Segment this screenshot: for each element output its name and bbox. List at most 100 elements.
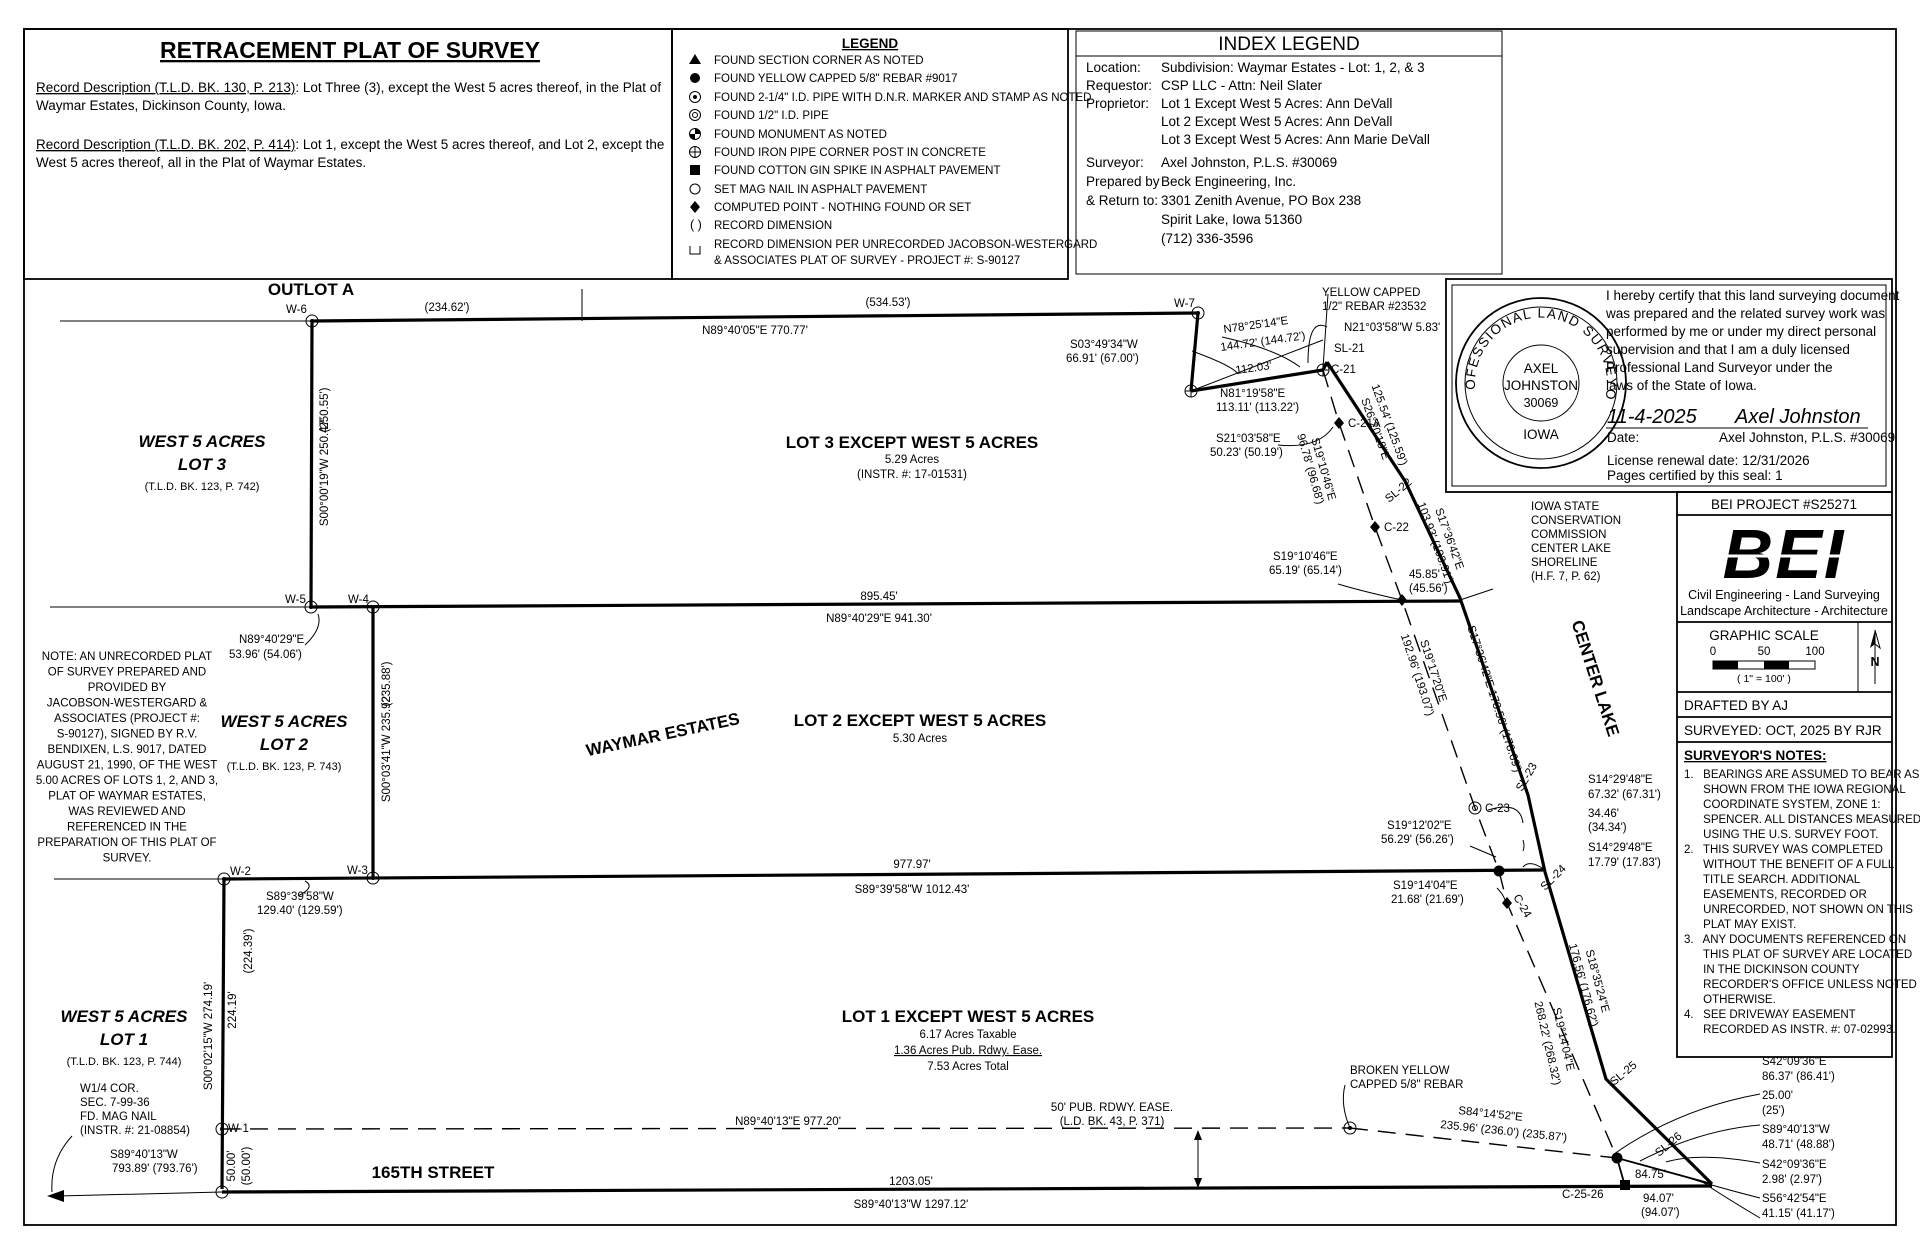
dim-text: S03°49'34"W	[1070, 339, 1138, 351]
date-label: Date:	[1607, 430, 1639, 445]
dim-text: (224.39')	[243, 928, 255, 973]
west5-lot2-ref: (T.L.D. BK. 123, P. 743)	[227, 761, 342, 773]
bracket-icon	[689, 246, 701, 255]
crosshair-circle-icon	[1184, 384, 1198, 398]
point-label: C-24	[1510, 893, 1533, 921]
project-number: BEI PROJECT #S25271	[1711, 497, 1857, 512]
dim-text: SHORELINE	[1531, 557, 1598, 569]
dim-text: S42°09'36"E	[1762, 1159, 1827, 1171]
index-key: Prepared by	[1086, 174, 1160, 189]
dim-text: 129.40' (129.59')	[257, 905, 343, 917]
dim-text: 65.19' (65.14')	[1269, 565, 1342, 577]
dim-text: N89°40'13"E 977.20'	[735, 1116, 841, 1128]
lot1-row: 1.36 Acres Pub. Rdwy. Ease.	[894, 1045, 1042, 1057]
pages-certified: Pages certified by this seal: 1	[1607, 468, 1783, 483]
dot-circle-icon	[215, 1122, 229, 1136]
dim-text: S19°14'04"E	[1393, 880, 1458, 892]
dim-text: 895.45'	[860, 591, 897, 603]
dim-text: N89°40'29"E	[239, 634, 305, 646]
surveyor-note-line: RECORDER'S OFFICE UNLESS NOTED	[1684, 979, 1917, 991]
dim-text: 112.03'	[1235, 360, 1273, 377]
index-legend-rows: Location: Subdivision: Waymar Estates - …	[1086, 60, 1430, 246]
dim-text: 17.79' (17.83')	[1588, 857, 1661, 869]
legend-item-label: FOUND 2-1/4" I.D. PIPE WITH D.N.R. MARKE…	[714, 92, 1091, 104]
record-desc-1-label: Record Description (T.L.D. BK. 130, P. 2…	[36, 80, 661, 95]
surveyor-notes: 1. BEARINGS ARE ASSUMED TO BEAR AS SHOWN…	[1684, 769, 1920, 1036]
surveyor-note-line: 3. ANY DOCUMENTS REFERENCED ON	[1684, 934, 1906, 946]
dim-text: (250.55')	[319, 387, 331, 432]
dot-circle-icon	[217, 872, 231, 886]
scale-note: ( 1" = 100' )	[1737, 673, 1791, 685]
lot3-instr: (INSTR. #: 17-01531)	[857, 469, 967, 481]
west5-lot2-title: WEST 5 ACRES	[221, 712, 349, 731]
legend-item-label: FOUND YELLOW CAPPED 5/8" REBAR #9017	[714, 73, 958, 85]
dim-text: S14°29'48"E	[1588, 842, 1653, 854]
dim-text: 793.89' (793.76')	[112, 1163, 198, 1175]
dim-text: CAPPED 5/8" REBAR	[1350, 1079, 1463, 1091]
license-renewal: License renewal date: 12/31/2026	[1607, 453, 1810, 468]
index-value: Beck Engineering, Inc.	[1161, 174, 1296, 189]
west5-lot3-ref: (T.L.D. BK. 123, P. 742)	[145, 481, 260, 493]
filled-square-icon	[1620, 1180, 1630, 1190]
dim-text: 84.75'	[1635, 1169, 1666, 1181]
triangle-icon	[689, 54, 701, 64]
record-desc-1-line2: Waymar Estates, Dickinson County, Iowa.	[36, 98, 286, 113]
lot3-area: 5.29 Acres	[885, 454, 940, 466]
surveyor-note-line: PLAT MAY EXIST.	[1684, 919, 1796, 931]
surveyor-note-line: 1. BEARINGS ARE ASSUMED TO BEAR AS	[1684, 769, 1920, 781]
dim-text: YELLOW CAPPED	[1322, 287, 1420, 299]
dim-text: 25.00'	[1762, 1090, 1793, 1102]
index-value: Lot 2 Except West 5 Acres: Ann DeVall	[1161, 114, 1392, 129]
dimensions: (234.62') (534.53') N89°40'05"E 770.77' …	[80, 287, 1835, 1220]
dim-text: CONSERVATION	[1531, 515, 1621, 527]
dot-circle-icon	[366, 600, 380, 614]
logo-tagline-1: Civil Engineering - Land Surveying	[1688, 588, 1880, 602]
dim-text: 235.96' (236.0') (235.87')	[1440, 1119, 1568, 1144]
index-value: Lot 3 Except West 5 Acres: Ann Marie DeV…	[1161, 132, 1430, 147]
dim-text: BROKEN YELLOW	[1350, 1065, 1450, 1077]
point-label: W-4	[348, 594, 369, 606]
legend-item-label: FOUND 1/2" I.D. PIPE	[714, 110, 829, 122]
logo-tagline-2: Landscape Architecture - Architecture	[1680, 604, 1888, 618]
point-label: W-7	[1174, 298, 1195, 310]
dim-text: S89°39'58"W 1012.43'	[855, 884, 970, 896]
dim-text: S19°10'46"E	[1273, 551, 1338, 563]
legend-item-label: FOUND SECTION CORNER AS NOTED	[714, 55, 924, 67]
filled-circle-icon	[1493, 865, 1505, 877]
dim-text: N81°19'58"E	[1220, 388, 1286, 400]
point-label: W-5	[285, 594, 306, 606]
lake-label: CENTER LAKE	[1568, 618, 1623, 739]
signature: Axel Johnston	[1734, 406, 1861, 428]
north-label: N	[1870, 655, 1879, 669]
double-circle-icon	[1468, 801, 1482, 815]
dim-text: IOWA STATE	[1531, 501, 1599, 513]
street-label: 165TH STREET	[372, 1163, 495, 1182]
record-desc-2-line2: West 5 acres thereof, all in the Plat of…	[36, 155, 366, 170]
dim-text: 224.19'	[227, 991, 239, 1028]
filled-circle-icon	[1611, 1152, 1623, 1164]
dim-text: 50.00'	[226, 1151, 238, 1182]
dim-text: FD. MAG NAIL	[80, 1111, 157, 1123]
index-key: & Return to:	[1086, 193, 1158, 208]
dim-text: S00°03'41"W 235.92'	[381, 694, 393, 802]
dim-text: (45.56')	[1409, 583, 1448, 595]
index-value: Axel Johnston, P.L.S. #30069	[1161, 155, 1337, 170]
index-key: Requestor:	[1086, 78, 1152, 93]
index-legend-box	[1075, 30, 1503, 275]
lot2-name: LOT 2 EXCEPT WEST 5 ACRES	[794, 711, 1047, 730]
index-value: (712) 336-3596	[1161, 231, 1253, 246]
point-label: C-23	[1485, 803, 1510, 815]
lot2-area: 5.30 Acres	[893, 733, 948, 745]
cert-line: supervision and that I am a duly license…	[1606, 342, 1850, 357]
dim-text: 113.11' (113.22')	[1216, 402, 1299, 414]
leader-lines	[51, 293, 1761, 1219]
dim-text: W1/4 COR.	[80, 1083, 139, 1095]
dim-text: N21°03'58"W 5.83'	[1344, 322, 1440, 334]
legend-item-label: FOUND MONUMENT AS NOTED	[714, 129, 887, 141]
project-block	[1676, 491, 1893, 1058]
dim-text: (L.D. BK. 43, P. 371)	[1060, 1116, 1165, 1128]
dim-text: 67.32' (67.31')	[1588, 789, 1661, 801]
dot-circle-icon	[1343, 1121, 1357, 1135]
